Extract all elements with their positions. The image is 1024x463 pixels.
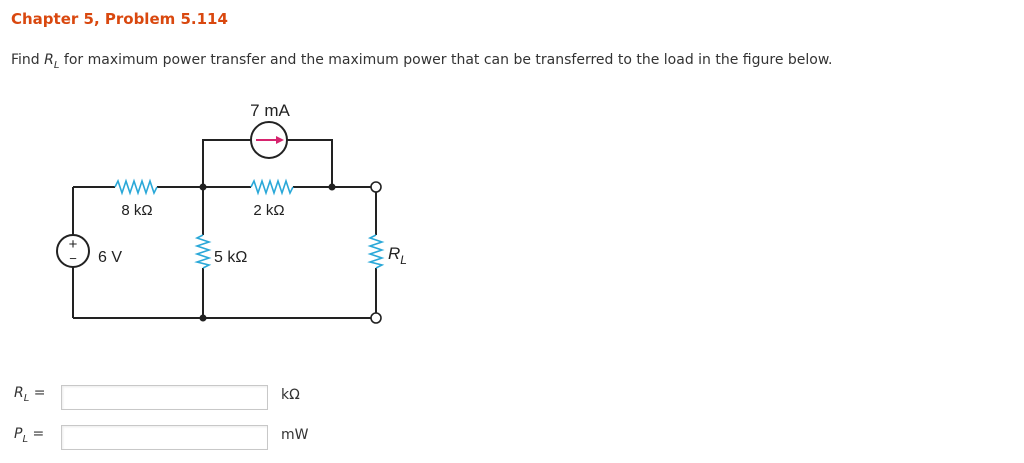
resistor-2k-label: 2 kΩ xyxy=(253,202,284,219)
resistor-8k-label: 8 kΩ xyxy=(121,202,152,219)
question-variable-subscript: L xyxy=(53,59,60,71)
current-source-label: 7 mA xyxy=(250,101,290,120)
resistor-load-zigzag xyxy=(367,234,385,269)
circuit-wires xyxy=(72,139,377,319)
junction-dots xyxy=(199,183,336,322)
voltage-source-label: 6 V xyxy=(98,249,122,266)
answer-label-rl: RL = xyxy=(14,385,46,404)
answer-label-pl: PL = xyxy=(14,426,45,445)
load-resistor-label: RL xyxy=(388,244,407,267)
question-variable: R xyxy=(44,52,54,68)
pl-unit: mW xyxy=(281,427,309,443)
question-prefix: Find xyxy=(11,52,45,68)
pl-answer-input[interactable] xyxy=(61,425,268,450)
circuit-diagram: + − 7 mA 8 kΩ 2 kΩ 5 kΩ 6 V RL xyxy=(56,101,407,324)
current-arrow-icon xyxy=(276,136,284,144)
resistor-8k-zigzag xyxy=(114,178,158,196)
source-plus-sign: + xyxy=(69,236,78,253)
resistor-2k-zigzag xyxy=(250,178,294,196)
resistor-5k-zigzag xyxy=(194,234,212,269)
rl-unit: kΩ xyxy=(281,387,300,403)
problem-title: Chapter 5, Problem 5.114 xyxy=(11,10,228,28)
resistor-5k-label: 5 kΩ xyxy=(214,249,247,266)
terminal-bottom xyxy=(370,312,382,324)
voltage-source-icon xyxy=(56,234,90,268)
source-minus-sign: − xyxy=(69,251,77,266)
question-suffix: for maximum power transfer and the maxim… xyxy=(59,52,833,68)
problem-question: Find RL for maximum power transfer and t… xyxy=(11,52,832,71)
terminal-top xyxy=(370,181,382,193)
rl-answer-input[interactable] xyxy=(61,385,268,410)
